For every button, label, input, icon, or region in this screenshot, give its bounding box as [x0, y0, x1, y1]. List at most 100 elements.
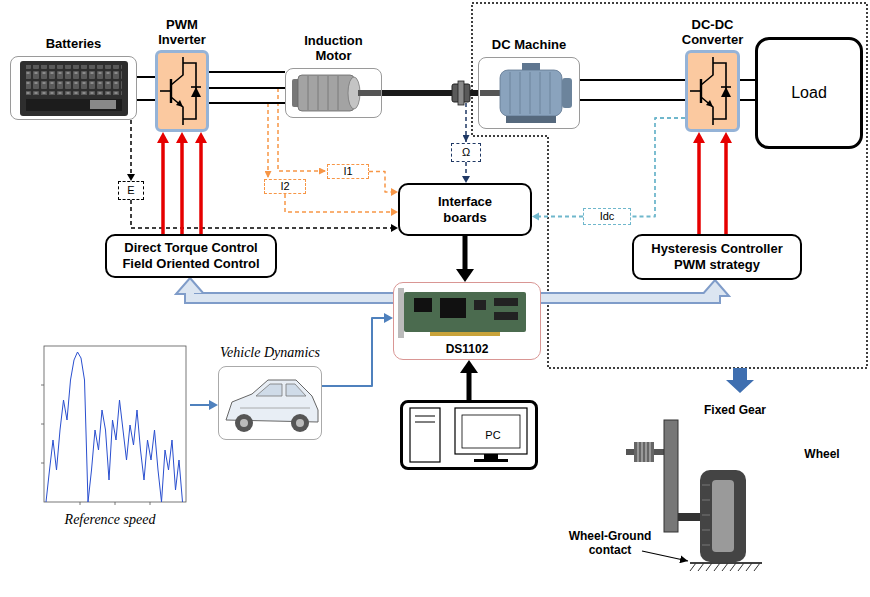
arrow-body — [190, 291, 393, 298]
signal-box: E — [118, 181, 144, 200]
speed-chart-plot — [46, 352, 183, 502]
induction-motor-picture — [318, 76, 319, 110]
induction-motor-picture — [292, 75, 382, 111]
wheel-picture — [638, 442, 639, 462]
induction-motor-picture — [328, 76, 329, 110]
arrow-head — [460, 360, 478, 373]
inverter-block: PWM Inverter — [155, 50, 209, 132]
power-cable — [580, 80, 685, 100]
connector-line — [209, 102, 285, 104]
dsp-card-picture — [414, 298, 432, 312]
gate-signal — [157, 132, 207, 234]
measurement-signal — [462, 162, 470, 183]
connector-line — [161, 142, 165, 234]
measurement-signal — [631, 118, 685, 217]
vehicle-picture — [235, 414, 253, 432]
gate-signal — [693, 132, 732, 234]
connector-line — [137, 99, 155, 101]
connector-line — [467, 372, 472, 400]
arrow-head — [384, 313, 393, 323]
vehicle-picture — [226, 380, 318, 432]
connector-line — [180, 142, 184, 234]
measurement-signal — [127, 120, 135, 181]
induction-motor-picture — [308, 76, 309, 110]
shaft-coupling — [458, 81, 464, 105]
node-heading: Induction Motor — [294, 33, 374, 63]
interface-box: Interface boards — [398, 183, 532, 236]
pc-picture — [415, 422, 435, 423]
node-label: DS1102 — [446, 342, 489, 356]
node-label: Idc — [600, 210, 615, 223]
speed-leader — [465, 103, 467, 142]
test-bench-region — [472, 3, 867, 368]
vehicle-picture — [291, 414, 309, 432]
node-heading: DC Machine — [474, 37, 584, 52]
controller-box: Direct Torque ControlField Oriented Cont… — [105, 234, 277, 278]
pc-picture — [484, 454, 498, 459]
connector-line — [130, 120, 132, 175]
shaft-coupling — [452, 81, 470, 105]
speed-chart-plot — [115, 502, 116, 505]
dc-machine-picture — [510, 72, 511, 114]
dc-machine-picture — [562, 78, 572, 108]
pc-box: PC — [400, 400, 538, 470]
measurement-signal — [369, 172, 398, 197]
dsp-card-picture — [494, 312, 518, 320]
wheel-picture — [702, 530, 710, 531]
node-label: I2 — [280, 180, 289, 193]
battery-pack — [90, 100, 116, 109]
dc-machine-picture — [530, 72, 531, 114]
node-heading: DC-DC Converter — [675, 17, 751, 47]
connector-line — [131, 200, 392, 228]
wheel-picture — [634, 442, 654, 462]
arrow-head — [462, 176, 470, 183]
converter-fill — [687, 52, 739, 131]
wheel-picture — [646, 442, 647, 462]
connector-line — [631, 118, 685, 217]
connector-line — [190, 404, 210, 406]
wheel-picture — [702, 515, 710, 516]
part-label: Fixed Gear — [700, 403, 770, 417]
arrow-head — [720, 132, 732, 143]
connector-line — [463, 236, 468, 270]
converter-block: DC-DC Converter — [685, 50, 740, 132]
connector-line — [137, 76, 155, 78]
speed-chart-plot — [80, 502, 81, 505]
node-label: Field Oriented Control — [122, 256, 259, 272]
wheel-picture — [664, 420, 678, 532]
node-label: Direct Torque Control — [124, 240, 257, 256]
connector-line — [209, 71, 285, 73]
power-cable — [209, 72, 285, 103]
node-label: E — [127, 184, 134, 197]
pc-picture — [455, 408, 527, 454]
node-label: Hysteresis Controller — [651, 241, 783, 257]
speed-chart-plot — [41, 346, 186, 505]
induction-motor-picture — [358, 90, 382, 96]
pc-picture — [410, 408, 527, 462]
arrow-head — [391, 224, 398, 232]
dc-machine-picture — [480, 63, 572, 123]
region-arrow — [726, 368, 754, 393]
signal-box: I1 — [327, 164, 369, 179]
controller-box: Hysteresis ControllerPWM strategy — [632, 234, 802, 280]
arrow-head — [127, 174, 135, 181]
measurement-signal — [532, 213, 583, 221]
dc-machine-picture — [520, 72, 521, 114]
vehicle-picture — [286, 384, 306, 396]
arrow-head — [391, 208, 398, 216]
vehicle-model: Vehicle Dynamics — [218, 366, 322, 440]
dsp-card-picture — [398, 288, 526, 338]
arrow-body — [541, 293, 715, 298]
wheel-picture — [678, 513, 702, 521]
data-link — [460, 360, 478, 400]
dsp-card-picture — [474, 300, 486, 310]
vehicle-picture — [240, 408, 310, 409]
signal-box: Ω — [451, 143, 481, 162]
connector-line — [209, 87, 285, 89]
igbt-symbol — [690, 57, 731, 125]
battery-pack — [26, 99, 122, 111]
pc-picture — [474, 459, 508, 462]
part-label: Wheel — [797, 447, 847, 461]
igbt-symbol — [160, 57, 201, 125]
part-label: Wheel-Ground contact — [562, 529, 658, 557]
